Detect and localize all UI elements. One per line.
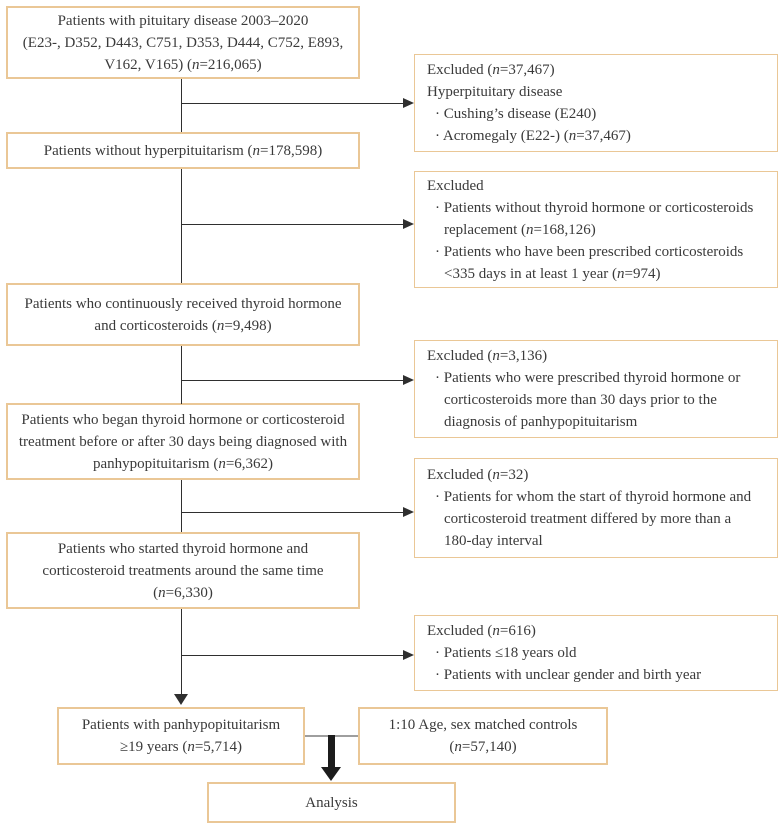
box-text-line: (n=57,140) (449, 739, 517, 755)
box-text-line: · Patients who have been prescribed cort… (435, 243, 744, 260)
box-text-line: Patients with panhypopituitarism (81, 717, 281, 733)
spine-segment-3 (181, 346, 183, 404)
box-text-line: corticosteroid treatments around the sam… (42, 562, 324, 579)
flow-box-began-treatment: Patients who began thyroid hormone or co… (6, 403, 360, 480)
box-text-line: Patients who started thyroid hormone and (57, 540, 309, 557)
box-text-line: Excluded (n=3,136) (427, 348, 548, 364)
flow-box-matched-controls: 1:10 Age, sex matched controls (n=57,140… (358, 707, 608, 765)
merge-arrow-down-icon (321, 767, 341, 781)
box-text-line: Analysis (305, 794, 358, 811)
box-text-line: 180-day interval (444, 533, 543, 549)
arrow-right-icon (403, 507, 414, 517)
branch-line-5 (181, 655, 403, 657)
box-text-line: panhypopituitarism (n=6,362) (92, 455, 274, 472)
box-text-line: · Patients without thyroid hormone or co… (435, 199, 754, 216)
branch-line-4 (181, 512, 403, 514)
arrow-down-icon (174, 694, 188, 705)
box-text-line: corticosteroid treatment differed by mor… (444, 511, 732, 527)
box-text-line: and corticosteroids (n=9,498) (94, 317, 272, 334)
spine-segment-2 (181, 169, 183, 283)
box-text-line: · Patients for whom the start of thyroid… (435, 489, 752, 505)
box-text-line: Patients without hyperpituitarism (n=178… (43, 142, 323, 159)
flow-box-analysis: Analysis (207, 782, 456, 823)
branch-line-1 (181, 103, 403, 105)
spine-segment-4 (181, 480, 183, 532)
branch-line-2 (181, 224, 403, 226)
box-text-line: Excluded (n=37,467) (427, 62, 555, 78)
flow-box-same-time-treatment: Patients who started thyroid hormone and… (6, 532, 360, 609)
box-text-line: ≥19 years (n=5,714) (119, 739, 243, 755)
box-text-line: (n=6,330) (153, 584, 213, 601)
flow-box-excluded-prior-treatment: Excluded (n=3,136) · Patients who were p… (414, 340, 778, 438)
flow-box-excluded-interval: Excluded (n=32) · Patients for whom the … (414, 458, 778, 558)
arrow-right-icon (403, 219, 414, 229)
box-text-line: · Patients who were prescribed thyroid h… (435, 370, 741, 386)
box-text-line: Patients who continuously received thyro… (24, 295, 342, 312)
box-text-line: treatment before or after 30 days being … (18, 433, 348, 450)
box-text-line: Excluded (427, 177, 484, 194)
arrow-right-icon (403, 375, 414, 385)
branch-line-3 (181, 380, 403, 382)
spine-segment-1 (181, 79, 183, 132)
box-text-line: Patients with pituitary disease 2003–202… (57, 12, 309, 29)
box-text-line: V162, V165) (n=216,065) (104, 56, 262, 73)
box-text-line: <335 days in at least 1 year (n=974) (444, 265, 661, 282)
spine-segment-5 (181, 609, 183, 694)
box-text-line: · Cushing’s disease (E240) (435, 106, 597, 122)
box-text-line: Excluded (n=32) (427, 467, 529, 483)
box-text-line: corticosteroids more than 30 days prior … (444, 392, 717, 408)
flow-box-without-hyperpituitarism: Patients without hyperpituitarism (n=178… (6, 132, 360, 169)
box-text-line: (E23-, D352, D443, C751, D353, D444, C75… (22, 34, 344, 51)
box-text-line: Hyperpituitary disease (427, 84, 563, 100)
box-text-line: replacement (n=168,126) (444, 221, 596, 238)
box-text-line: · Patients with unclear gender and birth… (435, 667, 702, 683)
box-text-line: · Acromegaly (E22-) (n=37,467) (435, 128, 631, 144)
box-text-line: diagnosis of panhypopituitarism (444, 414, 638, 430)
flow-box-excluded-no-replacement: Excluded · Patients without thyroid horm… (414, 171, 778, 288)
flow-box-excluded-age-gender: Excluded (n=616) · Patients ≤18 years ol… (414, 615, 778, 691)
flow-box-continuous-treatment: Patients who continuously received thyro… (6, 283, 360, 346)
flow-box-final-cohort: Patients with panhypopituitarism ≥19 yea… (57, 707, 305, 765)
arrow-right-icon (403, 98, 414, 108)
merge-arrow-shaft (328, 735, 335, 768)
box-text-line: 1:10 Age, sex matched controls (388, 717, 578, 733)
box-text-line: · Patients ≤18 years old (435, 645, 577, 661)
box-text-line: Patients who began thyroid hormone or co… (21, 411, 345, 428)
arrow-right-icon (403, 650, 414, 660)
flow-box-pituitary-disease: Patients with pituitary disease 2003–202… (6, 6, 360, 79)
flow-box-excluded-hyperpituitary: Excluded (n=37,467) Hyperpituitary disea… (414, 54, 778, 152)
box-text-line: Excluded (n=616) (427, 623, 536, 639)
